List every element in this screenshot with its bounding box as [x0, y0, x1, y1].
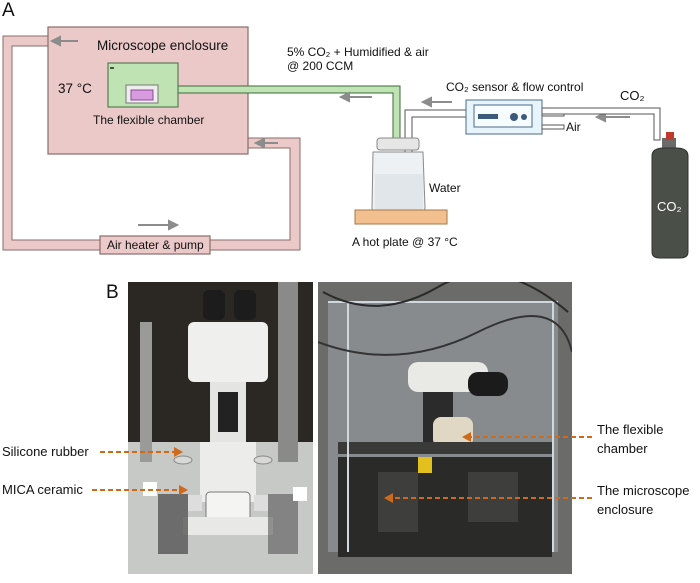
flexible-chamber-label-2: chamber — [597, 441, 648, 456]
gas-arrows — [338, 91, 630, 123]
heater-label: Air heater & pump — [107, 238, 204, 252]
mica-ceramic-label: MICA ceramic — [2, 482, 83, 497]
panel-a-letter: A — [2, 0, 15, 21]
flexible-chamber-label-1: The flexible — [597, 422, 664, 437]
temperature-label: 37 °C — [58, 81, 92, 96]
enclosure-label: Microscope enclosure — [97, 38, 229, 53]
silicone-rubber-label: Silicone rubber — [2, 444, 89, 459]
microscope-enclosure-label-2: enclosure — [597, 502, 654, 517]
chamber-label: The flexible chamber — [93, 113, 205, 127]
sensor-label: CO₂ sensor & flow control — [446, 80, 584, 94]
enclosure-illustration — [318, 282, 572, 574]
enclosure-photo — [318, 282, 572, 574]
water-label: Water — [429, 181, 461, 195]
tank-label: CO₂ — [657, 199, 682, 214]
flow-rate-label: @ 200 CCM — [287, 59, 354, 73]
air-label: Air — [566, 120, 581, 134]
co2-tank — [651, 132, 689, 259]
panel-a-diagram — [2, 26, 689, 259]
hot-plate — [354, 209, 448, 225]
gas-mix-label: 5% CO₂ + Humidified & air — [287, 45, 429, 59]
co2-label: CO₂ — [620, 88, 645, 103]
co2-tube — [541, 107, 661, 141]
microscope-enclosure-label-1: The microscope — [597, 483, 690, 498]
panel-b-letter: B — [106, 282, 119, 303]
air-heater-box — [99, 235, 211, 255]
co2-sensor-device — [465, 99, 565, 135]
water-jar — [371, 137, 426, 215]
hotplate-label: A hot plate @ 37 °C — [352, 235, 458, 249]
microscope-stage-illustration — [128, 282, 313, 574]
microscope-stage-photo — [128, 282, 313, 574]
loop-arrows — [49, 35, 278, 231]
